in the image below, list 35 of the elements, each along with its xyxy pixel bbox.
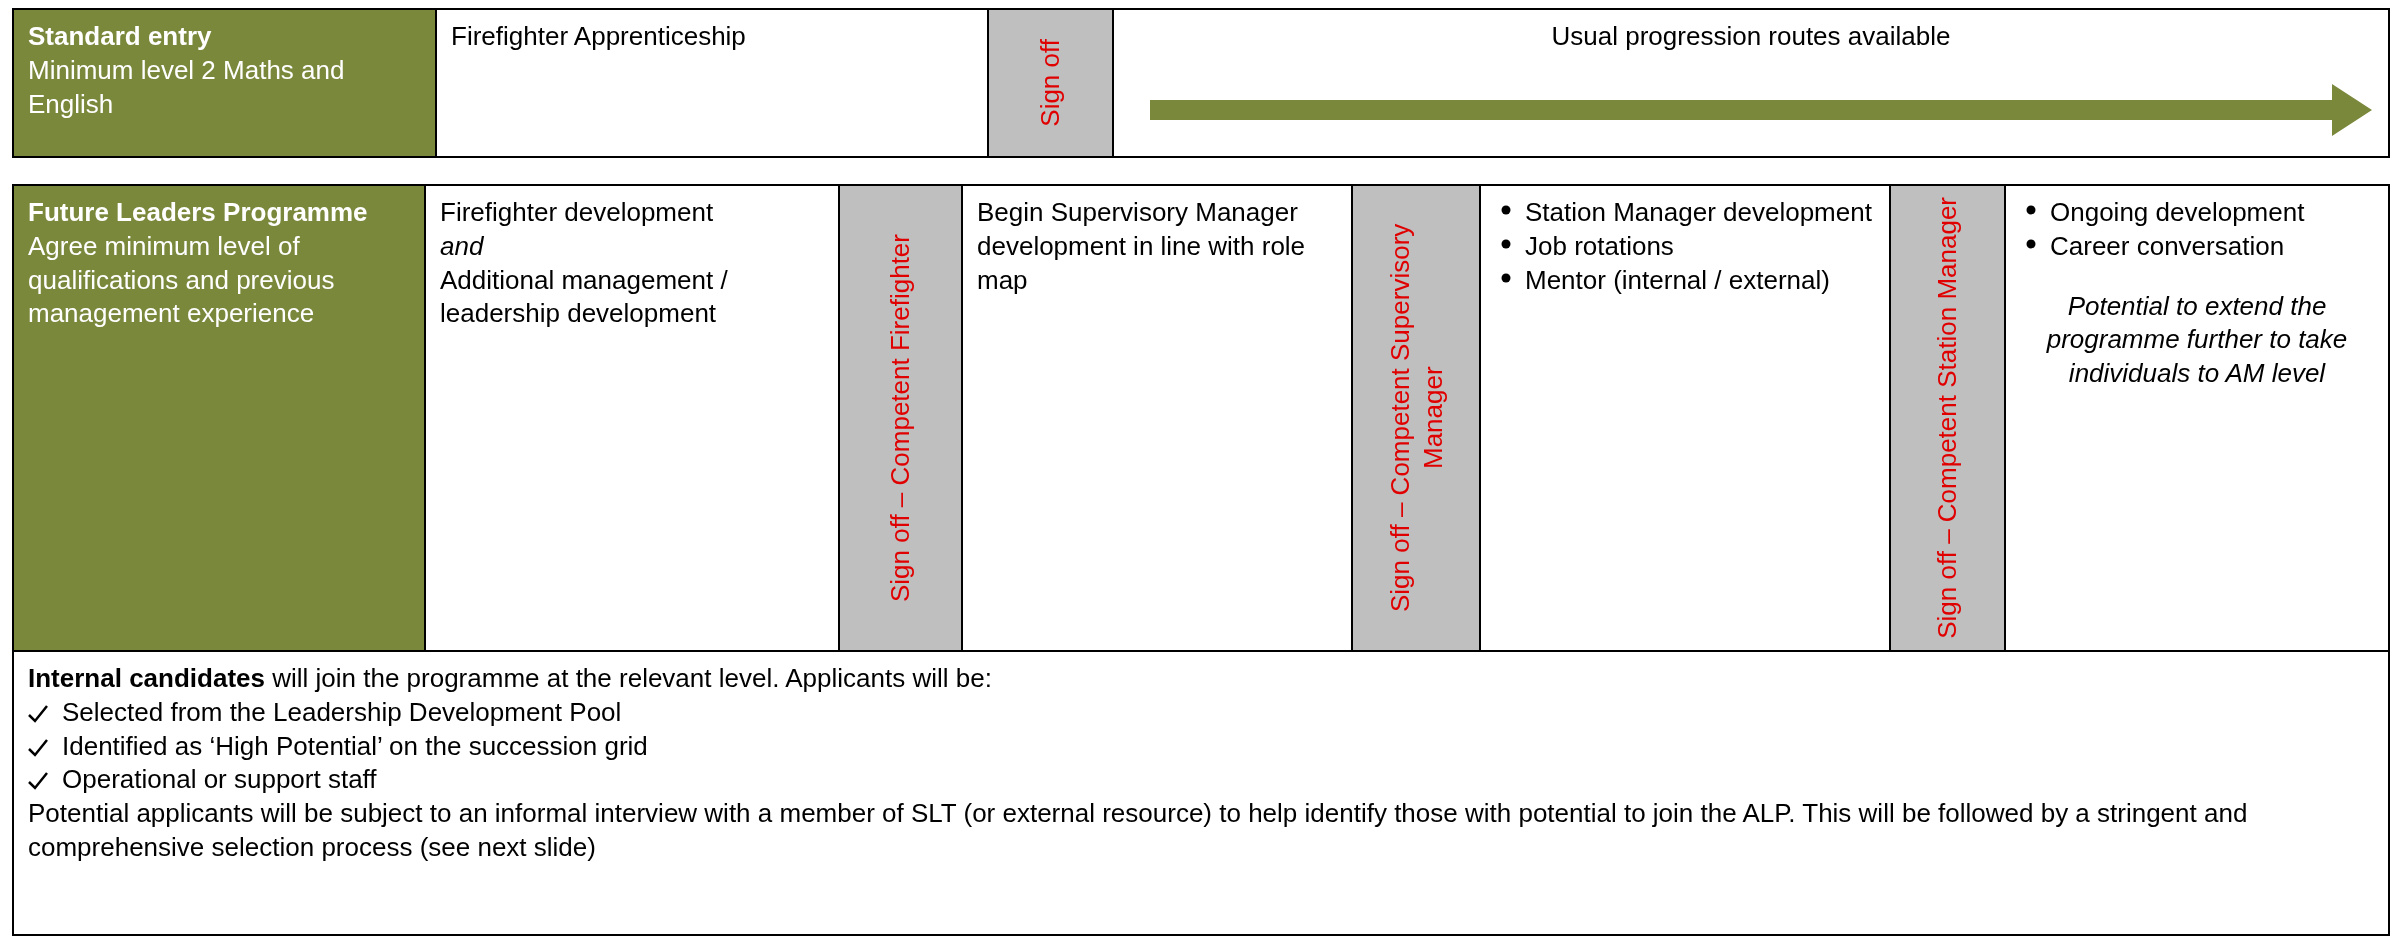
cell-text: Ongoing development bbox=[2050, 196, 2305, 229]
sign-off-cell bbox=[1351, 184, 1481, 652]
cell-text: Additional management / leadership development bbox=[440, 263, 729, 331]
cell-text: Mentor (internal / external) bbox=[1525, 263, 1830, 297]
sign-off-cell bbox=[987, 8, 1114, 158]
vertical-label: Sign off – Competent Firefighter bbox=[884, 233, 917, 603]
vertical-label: Sign off bbox=[1034, 39, 1067, 127]
cell-text: Agree minimum level of qualifications and previous management experience bbox=[28, 229, 336, 331]
cell-text: Station Manager development bbox=[1525, 196, 1872, 229]
cell-text: Identified as ‘High Potential’ on the succession grid bbox=[62, 729, 648, 763]
cell-text: Minimum level 2 Maths and English bbox=[28, 53, 346, 121]
cell-text: Operational or support staff bbox=[62, 763, 377, 797]
cell-text: Career conversation bbox=[2050, 229, 2285, 263]
cell-text: Potential applicants will be subject to an informal interview with a member of SLT (or external resource) to help identify those with potential to join the ALP. This will be followed by a stringent and comprehensive selection process (see next slide) bbox=[28, 797, 2249, 864]
table-cell bbox=[12, 184, 426, 652]
cell-text: Usual progression routes available bbox=[1550, 20, 1952, 53]
cell-text: Firefighter Apprenticeship bbox=[451, 20, 747, 53]
table-cell bbox=[12, 8, 437, 158]
cell-text: and bbox=[440, 229, 485, 263]
heading-text: Standard entry bbox=[28, 20, 213, 53]
cell-text: Potential to extend the programme further to take individuals to AM level bbox=[2045, 289, 2349, 391]
cell-text: Selected from the Leadership Development Pool bbox=[62, 695, 622, 729]
vertical-label: Sign off – Competent Station Manager bbox=[1931, 197, 1964, 639]
table-cell bbox=[12, 650, 2390, 936]
cell-text: Job rotations bbox=[1525, 229, 1674, 263]
sign-off-cell bbox=[1889, 184, 2006, 652]
cell-text: Firefighter development bbox=[440, 196, 715, 229]
table-cell bbox=[2004, 184, 2390, 652]
table-cell bbox=[1112, 8, 2390, 158]
vertical-label: Sign off – Competent Supervisory Manager bbox=[1383, 222, 1448, 615]
cell-text: Internal candidates will join the programme at the relevant level. Applicants will be: bbox=[28, 662, 993, 695]
sign-off-cell bbox=[838, 184, 963, 652]
table-cell bbox=[435, 8, 989, 158]
cell-text: Begin Supervisory Manager development in line with role map bbox=[977, 196, 1307, 297]
heading-text: Future Leaders Programme bbox=[28, 196, 369, 229]
